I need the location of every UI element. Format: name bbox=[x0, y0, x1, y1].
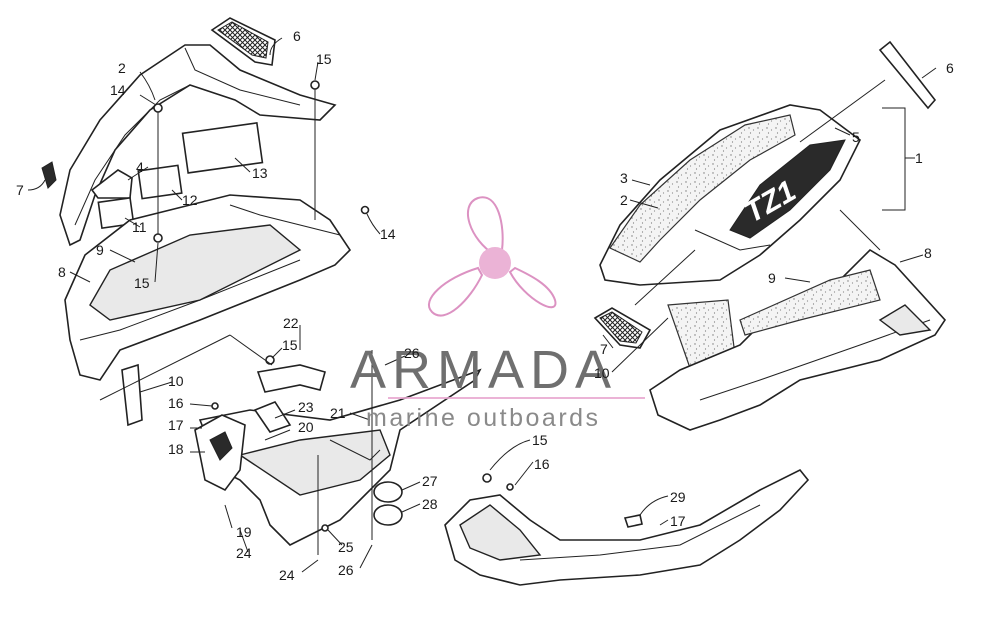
watermark-brand: ARMADA bbox=[350, 340, 617, 400]
right-hood-assembly: TZ1 bbox=[593, 40, 947, 431]
callout-5: 5 bbox=[852, 129, 860, 145]
callout-28: 28 bbox=[422, 496, 438, 512]
bolt-16a bbox=[211, 402, 219, 410]
decal-4 bbox=[90, 169, 133, 199]
callout-9-right: 9 bbox=[768, 270, 776, 286]
decal-13 bbox=[181, 122, 264, 174]
bolt-14a bbox=[153, 103, 163, 113]
armada-logo bbox=[388, 196, 645, 399]
nut-15d bbox=[482, 473, 492, 483]
decal-10-left bbox=[121, 363, 143, 427]
callout-15-bottom: 15 bbox=[532, 432, 548, 448]
callout-8-right: 8 bbox=[924, 245, 932, 261]
decal-5 bbox=[729, 139, 846, 239]
callout-14-left: 14 bbox=[110, 82, 126, 98]
callout-22: 22 bbox=[283, 315, 299, 331]
callout-16-bottom: 16 bbox=[534, 456, 550, 472]
callout-10-right: 10 bbox=[594, 365, 610, 381]
callout-13: 13 bbox=[252, 165, 268, 181]
callout-7-right: 7 bbox=[600, 341, 608, 357]
leader-lines bbox=[27, 37, 937, 573]
ring-27 bbox=[373, 481, 403, 503]
callout-23: 23 bbox=[298, 399, 314, 415]
skid-17 bbox=[444, 468, 810, 586]
bolt-16b bbox=[506, 483, 514, 491]
callout-15-left: 15 bbox=[134, 275, 150, 291]
group-bracket-1 bbox=[882, 107, 906, 211]
callout-labels: 1 2 2 3 4 5 6 6 7 7 8 8 9 9 10 10 11 12 … bbox=[16, 28, 954, 583]
plate-23 bbox=[253, 401, 292, 433]
callout-8-left: 8 bbox=[58, 264, 66, 280]
callout-17-bottom: 17 bbox=[670, 513, 686, 529]
watermark-tagline: marine outboards bbox=[366, 404, 601, 432]
callout-20: 20 bbox=[298, 419, 314, 435]
callout-2-right: 2 bbox=[620, 192, 628, 208]
callout-19: 19 bbox=[236, 524, 252, 540]
callout-6-right: 6 bbox=[946, 60, 954, 76]
bracket-22 bbox=[256, 364, 326, 393]
callout-10-left: 10 bbox=[168, 373, 184, 389]
callout-14-right: 14 bbox=[380, 226, 396, 242]
callout-24-bottom: 24 bbox=[279, 567, 295, 583]
decal-11 bbox=[97, 196, 135, 230]
callout-29: 29 bbox=[670, 489, 686, 505]
bolt-25 bbox=[321, 524, 329, 532]
decal-3 bbox=[609, 114, 796, 263]
callout-3: 3 bbox=[620, 170, 628, 186]
callout-26-top: 26 bbox=[404, 345, 420, 361]
callout-2-left: 2 bbox=[118, 60, 126, 76]
nut-15a bbox=[153, 233, 163, 243]
nut-15b bbox=[310, 80, 320, 90]
callout-15-top: 15 bbox=[316, 51, 332, 67]
callout-27: 27 bbox=[422, 473, 438, 489]
left-hood-assembly bbox=[41, 17, 370, 427]
vent-right bbox=[878, 40, 937, 110]
callout-11: 11 bbox=[132, 219, 147, 235]
propeller-icon bbox=[428, 196, 557, 317]
decal-9-right bbox=[739, 269, 881, 336]
bolt-29 bbox=[623, 514, 643, 528]
callout-9-left: 9 bbox=[96, 242, 104, 258]
lower-skid-assembly bbox=[444, 468, 810, 586]
callout-24-left: 24 bbox=[236, 545, 252, 561]
callout-1: 1 bbox=[915, 150, 923, 166]
callout-15-center: 15 bbox=[282, 337, 298, 353]
callout-12: 12 bbox=[182, 192, 198, 208]
callout-21: 21 bbox=[330, 405, 346, 421]
callout-16-left: 16 bbox=[168, 395, 184, 411]
bolt-14b bbox=[360, 205, 370, 215]
headlight-left bbox=[41, 161, 57, 189]
callout-7-left: 7 bbox=[16, 182, 24, 198]
callout-17-left: 17 bbox=[168, 417, 184, 433]
callout-25: 25 bbox=[338, 539, 354, 555]
callout-6-left: 6 bbox=[293, 28, 301, 44]
center-skid-assembly bbox=[194, 350, 482, 555]
hood-upper-right bbox=[599, 104, 862, 286]
callout-18: 18 bbox=[168, 441, 184, 457]
callout-4: 4 bbox=[136, 159, 144, 175]
ring-28 bbox=[373, 504, 403, 526]
callout-26-bottom: 26 bbox=[338, 562, 354, 578]
